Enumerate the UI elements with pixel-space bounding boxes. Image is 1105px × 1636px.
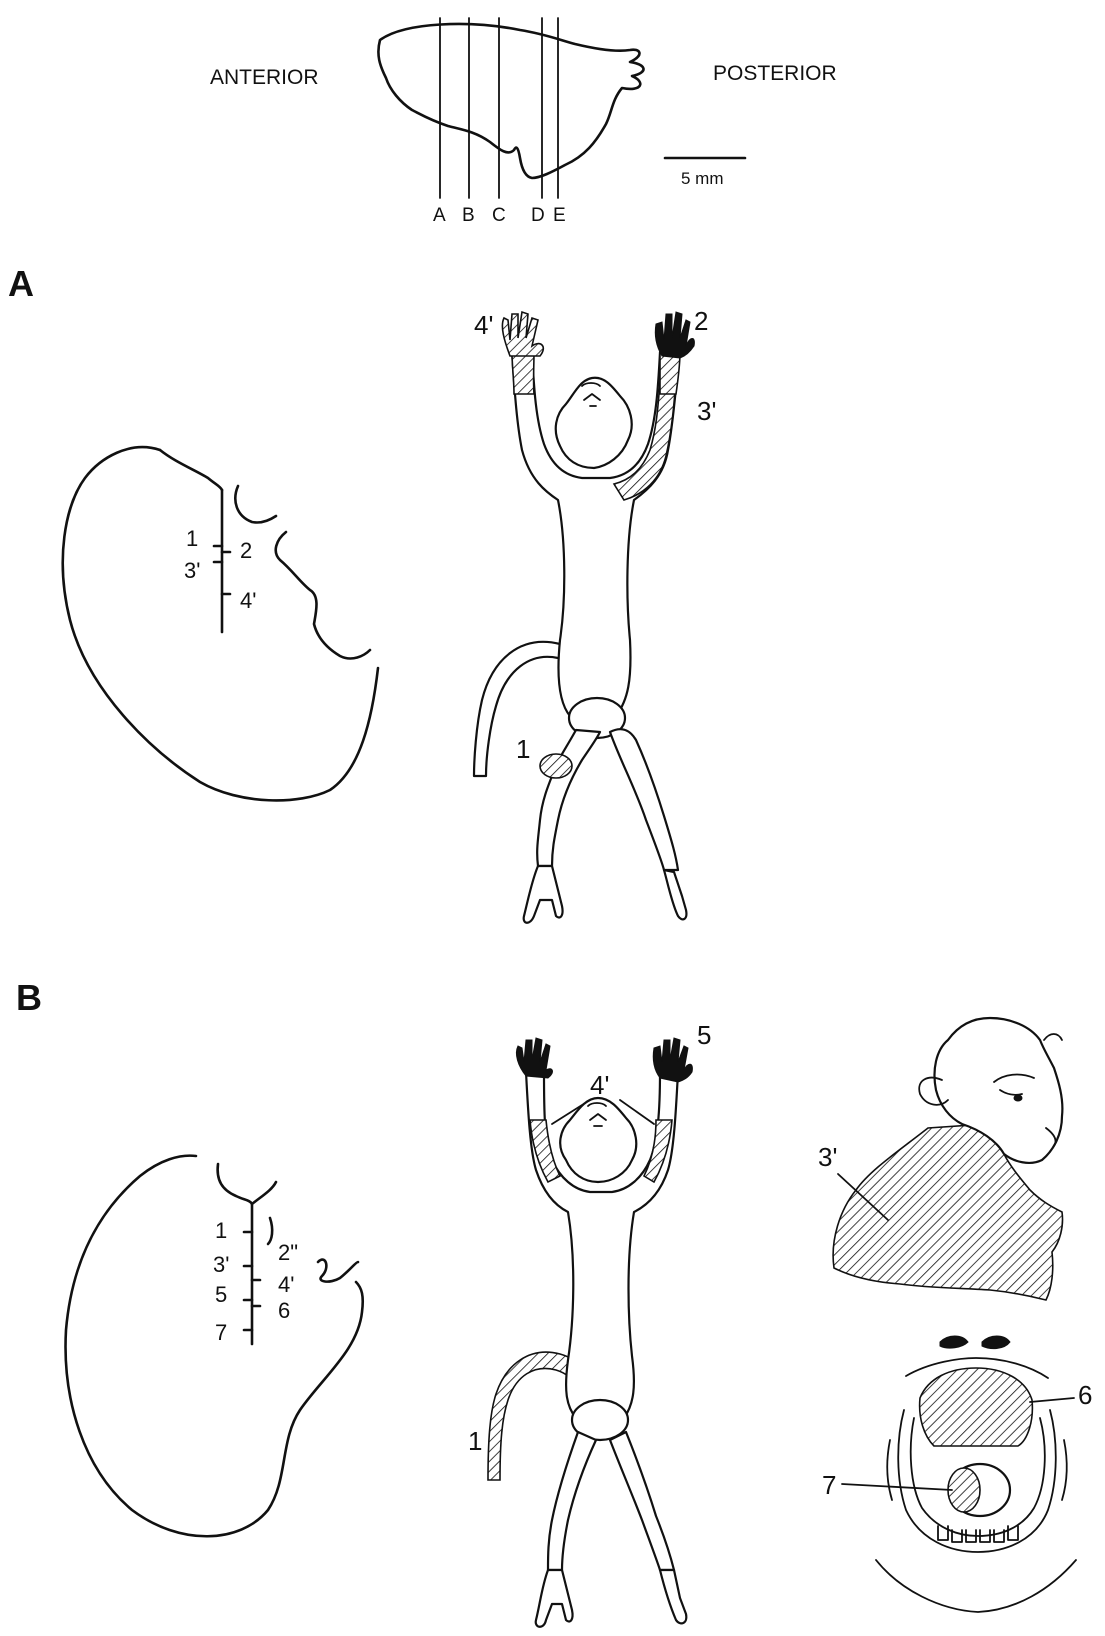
- section-outline-a: [63, 447, 378, 800]
- mouth-label-b-tongue: 7: [822, 1470, 836, 1500]
- body-label-a-leg: 1: [516, 734, 530, 764]
- right-hand-b: [653, 1038, 692, 1082]
- right-foot-b: [660, 1570, 686, 1623]
- posterior-label: POSTERIOR: [713, 62, 837, 85]
- left-hand-a: [502, 312, 543, 356]
- section-label-b: B: [462, 205, 475, 226]
- panel-a-letter: A: [8, 263, 34, 304]
- left-leg-a: [537, 730, 600, 866]
- cortex-label-a-3: 3': [184, 558, 200, 583]
- body-label-b-right-hand: 5: [697, 1020, 711, 1050]
- monkey-figure-b: [488, 1038, 692, 1627]
- cortex-label-a-2: 2: [240, 538, 252, 563]
- anterior-label: ANTERIOR: [210, 66, 319, 89]
- left-hand-b: [516, 1038, 552, 1078]
- section-sulcus-a1: [160, 450, 222, 490]
- body-label-a-left-hand: 4': [474, 310, 493, 340]
- panel-b: B 1 2" 3' 4' 5 6 7: [16, 977, 1092, 1627]
- section-sulcus-a3: [276, 532, 370, 658]
- pointer-line-tongue-b: [842, 1484, 952, 1490]
- left-foot-b: [536, 1570, 573, 1627]
- teeth-b: [938, 1526, 1018, 1542]
- section-lines: [440, 18, 558, 198]
- head-label-b-neck: 3': [818, 1142, 837, 1172]
- body-label-b-forearms: 4': [590, 1070, 609, 1100]
- nostril-left-b: [940, 1336, 968, 1348]
- mouth-view-b: [842, 1336, 1076, 1612]
- cortex-label-b-5: 5: [215, 1282, 227, 1307]
- cortex-label-a-1: 1: [186, 526, 198, 551]
- cortex-label-b-7: 7: [215, 1320, 227, 1345]
- palate-hatch-b: [920, 1368, 1033, 1446]
- panel-a: A 1 2 3' 4': [8, 263, 716, 923]
- section-outline-b: [66, 1156, 363, 1537]
- left-knee-hatch-a: [540, 754, 572, 778]
- right-wrist-hatch-a: [660, 352, 680, 394]
- section-label-a: A: [433, 205, 446, 226]
- section-sulcus-a2: [235, 486, 276, 523]
- body-label-b-tail: 1: [468, 1426, 482, 1456]
- cheek-right-b: [1062, 1440, 1067, 1500]
- panel-b-letter: B: [16, 977, 42, 1018]
- section-label-e: E: [553, 205, 566, 226]
- section-sulcus-b1: [218, 1164, 252, 1204]
- cortex-label-b-4: 4': [278, 1272, 294, 1297]
- left-wrist-hatch-a: [512, 352, 534, 394]
- cortex-label-b-1: 1: [215, 1218, 227, 1243]
- cortex-label-a-4: 4': [240, 588, 256, 613]
- right-leg-b: [610, 1432, 674, 1570]
- nostril-right-b: [982, 1336, 1010, 1349]
- brain-outline-top: [378, 24, 643, 178]
- section-sulcus-b4: [318, 1260, 358, 1282]
- mouth-label-b-palate: 6: [1078, 1380, 1092, 1410]
- monkey-figure-a: [474, 312, 694, 923]
- right-foot-a: [664, 870, 686, 919]
- section-sulcus-b3: [268, 1218, 272, 1244]
- cortex-label-b-2: 2": [278, 1240, 298, 1265]
- section-label-d: D: [531, 205, 545, 226]
- section-sulcus-b2: [252, 1182, 276, 1204]
- section-overview: ANTERIOR POSTERIOR A B C D E 5 mm: [210, 18, 837, 226]
- pointer-line-palate-b: [1030, 1398, 1074, 1402]
- left-foot-a: [524, 866, 563, 923]
- cortex-label-b-3: 3': [213, 1252, 229, 1277]
- monkey-head-b: [833, 1018, 1062, 1300]
- left-leg-b: [548, 1432, 596, 1570]
- cheek-left-b: [887, 1440, 892, 1500]
- section-label-c: C: [492, 205, 506, 226]
- chin-b: [876, 1560, 1076, 1612]
- body-label-a-right-hand: 2: [694, 306, 708, 336]
- scale-bar-label: 5 mm: [681, 169, 724, 188]
- monkey-eye-b: [1014, 1095, 1022, 1101]
- head-a: [556, 378, 632, 468]
- monkey-ear-right-b: [1044, 1034, 1062, 1040]
- right-leg-a: [610, 729, 678, 870]
- cortex-label-b-6: 6: [278, 1298, 290, 1323]
- right-hand-a: [655, 312, 694, 358]
- body-label-a-right-arm: 3': [697, 396, 716, 426]
